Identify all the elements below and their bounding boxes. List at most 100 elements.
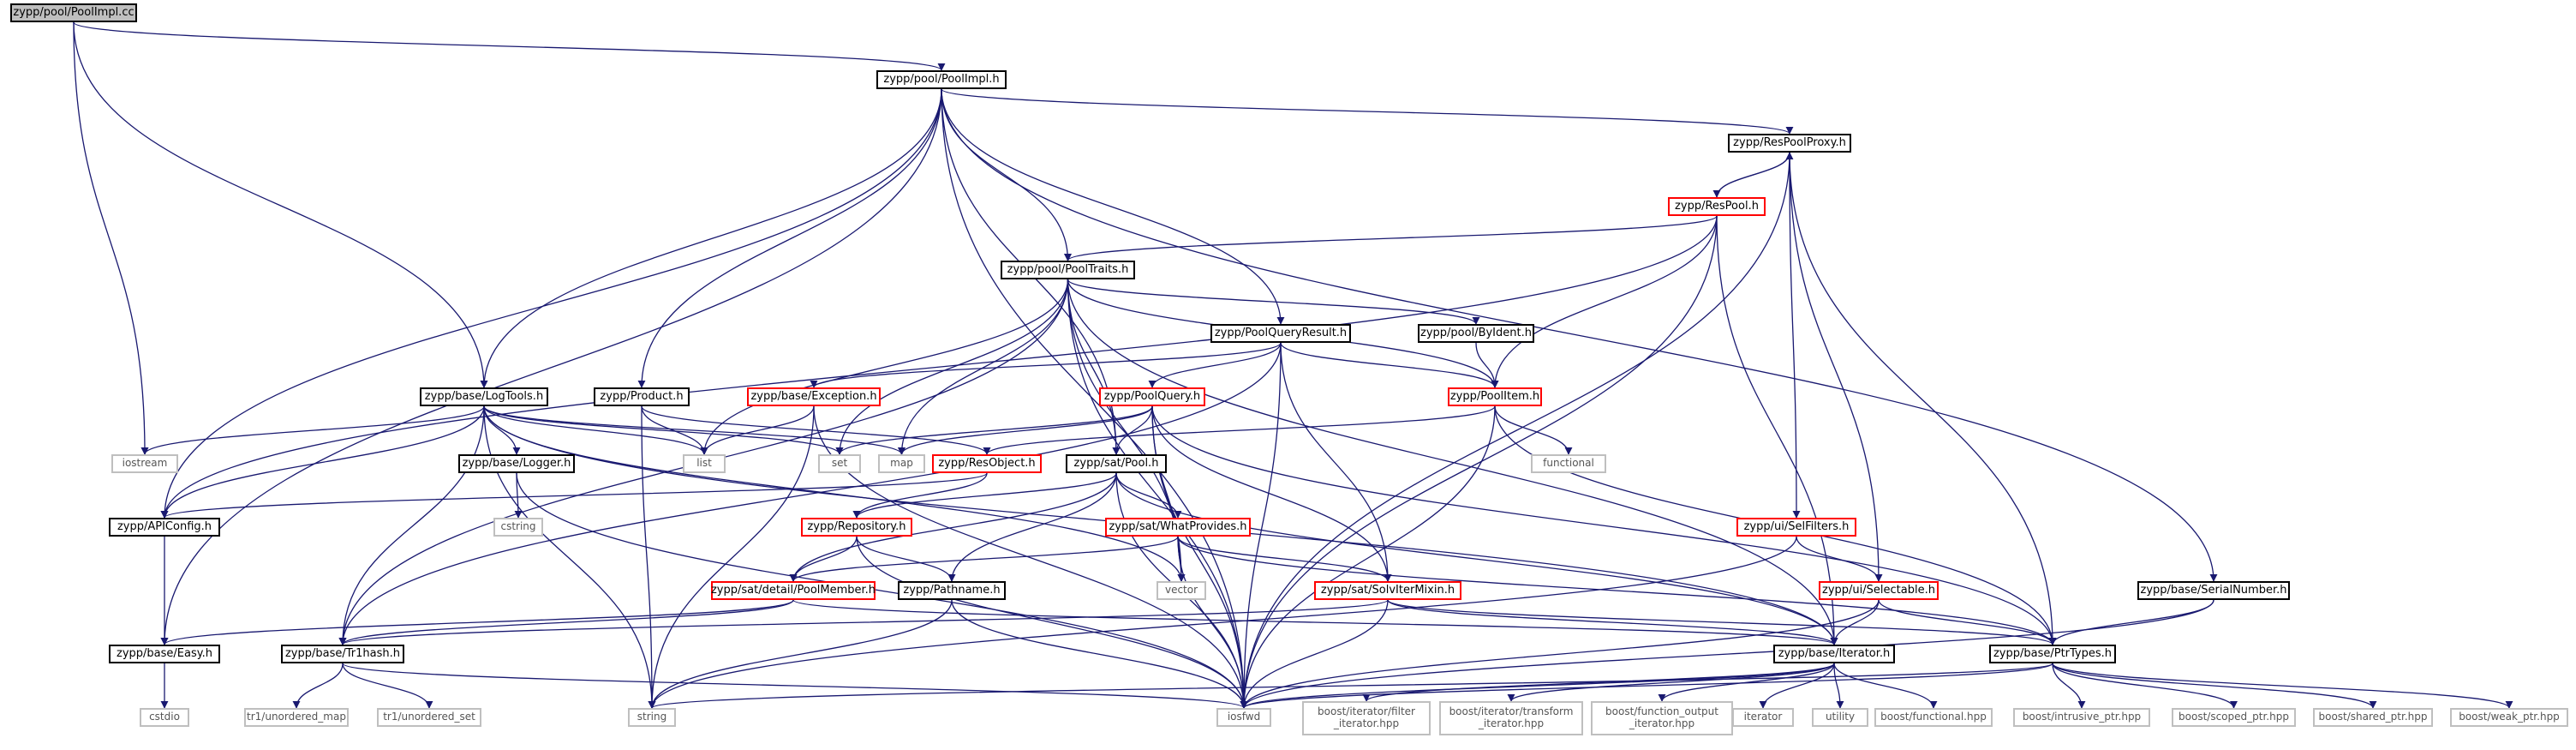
node-logger[interactable]: zypp/base/Logger.h xyxy=(458,454,575,473)
edge-poolimpl_h-to-pooltraits xyxy=(941,88,1073,261)
edge-poolimpl_cc-to-poolimpl_h xyxy=(73,21,946,71)
edge-poolimpl_cc-to-logtools xyxy=(73,21,488,388)
node-unordered-set: tr1/unordered_set xyxy=(377,708,481,727)
edge-poolimpl_h-to-iosfwd xyxy=(941,88,1248,709)
edge-pooltraits-to-list xyxy=(700,279,1069,455)
edge-iterator_h-to-utility xyxy=(1833,663,1844,709)
edge-whatprovides-to-solvitermixin xyxy=(1177,536,1392,582)
node-satpool[interactable]: zypp/sat/Pool.h xyxy=(1066,454,1167,473)
node-pooltraits[interactable]: zypp/pool/PoolTraits.h xyxy=(1001,261,1135,279)
node-function-output: boost/function_output _iterator.hpp xyxy=(1591,701,1733,735)
node-exception[interactable]: zypp/base/Exception.h xyxy=(747,387,881,406)
edge-poolqueryresult-to-solvitermixin xyxy=(1280,342,1392,582)
edge-poolquery-to-set xyxy=(835,405,1153,455)
node-selfilters[interactable]: zypp/ui/SelFilters.h xyxy=(1736,518,1856,537)
edge-poolquery-to-map xyxy=(898,405,1153,455)
edge-repository-to-pathname xyxy=(856,536,956,582)
node-ptrtypes[interactable]: zypp/base/PtrTypes.h xyxy=(1989,645,2116,663)
edge-logtools-to-iostream xyxy=(140,405,485,455)
edge-respoolproxy-to-selectable xyxy=(1789,152,1883,582)
edge-logger-to-iosfwd xyxy=(516,472,1248,709)
edge-poolqueryresult-to-tr1hash xyxy=(338,342,1282,645)
node-repository[interactable]: zypp/Repository.h xyxy=(801,518,912,537)
edge-ptrtypes-to-scoped_ptr xyxy=(2052,663,2238,709)
node-resobject[interactable]: zypp/ResObject.h xyxy=(932,454,1042,473)
node-poolquery[interactable]: zypp/PoolQuery.h xyxy=(1099,387,1205,406)
node-pathname[interactable]: zypp/Pathname.h xyxy=(898,581,1006,600)
edge-logtools-to-list xyxy=(483,405,708,455)
edge-poolmember-to-tr1hash xyxy=(338,599,794,645)
node-filter-iterator: boost/iterator/filter _iterator.hpp xyxy=(1302,701,1431,735)
node-poolitem[interactable]: zypp/PoolItem.h xyxy=(1448,387,1542,406)
edge-satpool-to-repository xyxy=(852,472,1117,519)
edge-tr1hash-to-iosfwd xyxy=(342,663,1248,709)
node-functional: functional xyxy=(1531,454,1606,473)
node-poolimpl-cc[interactable]: zypp/pool/PoolImpl.cc xyxy=(10,3,137,22)
node-product[interactable]: zypp/Product.h xyxy=(594,387,690,406)
node-iterator-h[interactable]: zypp/base/Iterator.h xyxy=(1773,645,1895,663)
edge-solvitermixin-to-iosfwd xyxy=(1240,599,1389,709)
edge-repository-to-poolmember xyxy=(789,536,858,582)
edge-resobject-to-repository xyxy=(852,472,988,519)
edge-serialnumber-to-iosfwd xyxy=(1240,599,2214,709)
edge-poolimpl_h-to-serialnumber xyxy=(941,88,2218,582)
node-string: string xyxy=(628,708,676,727)
node-byident[interactable]: zypp/pool/ByIdent.h xyxy=(1418,324,1534,343)
edge-poolitem-to-functional xyxy=(1494,405,1573,455)
node-poolqueryresult[interactable]: zypp/PoolQueryResult.h xyxy=(1210,324,1351,343)
node-logtools[interactable]: zypp/base/LogTools.h xyxy=(420,387,548,406)
node-list: list xyxy=(683,454,726,473)
edge-poolquery-to-satpool xyxy=(1112,405,1153,455)
node-selectable[interactable]: zypp/ui/Selectable.h xyxy=(1819,581,1939,600)
node-tr1hash[interactable]: zypp/base/Tr1hash.h xyxy=(281,645,404,663)
node-weak-ptr: boost/weak_ptr.hpp xyxy=(2450,708,2568,727)
node-functional-hpp: boost/functional.hpp xyxy=(1874,708,1993,727)
node-vector: vector xyxy=(1157,581,1206,600)
node-iostream: iostream xyxy=(111,454,178,473)
edge-logtools-to-set xyxy=(483,405,844,455)
edge-satpool-to-poolmember xyxy=(789,472,1117,582)
edge-pooltraits-to-map xyxy=(897,279,1069,455)
edge-poolqueryresult-to-iosfwd xyxy=(1240,342,1282,709)
edge-product-to-resobject xyxy=(641,405,991,455)
edge-tr1hash-to-unordered_map xyxy=(292,663,344,709)
node-whatprovides[interactable]: zypp/sat/WhatProvides.h xyxy=(1105,518,1251,537)
node-poolimpl-h[interactable]: zypp/pool/PoolImpl.h xyxy=(876,70,1007,89)
edge-poolmember-to-easy xyxy=(160,599,794,645)
edge-respool-to-respoolproxy xyxy=(1716,152,1794,198)
node-respool[interactable]: zypp/ResPool.h xyxy=(1668,197,1766,216)
edge-iterator_h-to-transform_iterator xyxy=(1507,663,1835,702)
edge-resobject-to-apiconfig xyxy=(160,472,988,519)
edge-pooltraits-to-byident xyxy=(1067,279,1480,325)
edge-poolquery-to-solvitermixin xyxy=(1151,405,1392,582)
node-solvitermixin[interactable]: zypp/sat/SolvIterMixin.h xyxy=(1314,581,1461,600)
edge-byident-to-poolitem xyxy=(1475,342,1499,388)
edge-iterator_h-to-iosfwd xyxy=(1240,663,1835,709)
edge-poolimpl_cc-to-iostream xyxy=(73,21,149,455)
edge-poolqueryresult-to-poolitem xyxy=(1280,342,1499,388)
edge-selectable-to-ptrtypes xyxy=(1878,599,2057,645)
node-set: set xyxy=(818,454,861,473)
edge-ptrtypes-to-shared_ptr xyxy=(2052,663,2377,709)
edge-whatprovides-to-ptrtypes xyxy=(1177,536,2057,645)
node-poolmember[interactable]: zypp/sat/detail/PoolMember.h xyxy=(711,581,876,600)
edge-solvitermixin-to-tr1hash xyxy=(338,599,1389,645)
node-scoped-ptr: boost/scoped_ptr.hpp xyxy=(2172,708,2296,727)
edge-logtools-to-apiconfig xyxy=(160,405,485,519)
edge-logtools-to-vector xyxy=(483,405,1186,582)
edge-pooltraits-to-iterator_h xyxy=(1067,279,1838,645)
node-respoolproxy[interactable]: zypp/ResPoolProxy.h xyxy=(1728,134,1851,153)
edge-poolitem-to-resobject xyxy=(983,405,1496,455)
node-apiconfig[interactable]: zypp/APIConfig.h xyxy=(109,518,220,537)
edge-poolimpl_h-to-easy xyxy=(160,88,942,645)
edge-pathname-to-iosfwd xyxy=(951,599,1248,709)
node-serialnumber[interactable]: zypp/base/SerialNumber.h xyxy=(2137,581,2290,600)
edge-serialnumber-to-ptrtypes xyxy=(2048,599,2214,645)
edge-exception-to-list xyxy=(700,405,815,455)
node-utility: utility xyxy=(1812,708,1868,727)
edge-tr1hash-to-unordered_set xyxy=(342,663,433,709)
edge-poolitem-to-iosfwd xyxy=(1240,405,1496,709)
node-easy[interactable]: zypp/base/Easy.h xyxy=(109,645,220,663)
